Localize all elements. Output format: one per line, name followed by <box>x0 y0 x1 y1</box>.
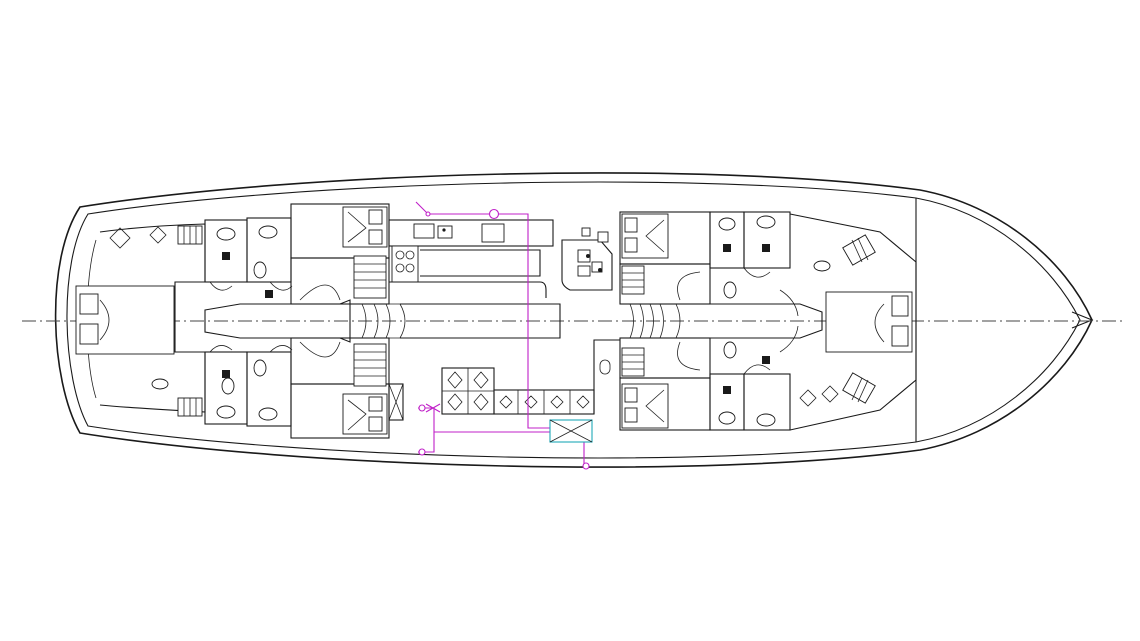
cabin-fwd-master[interactable] <box>789 213 917 431</box>
sink-icon <box>216 227 236 241</box>
hull-inner-line <box>66 181 1081 459</box>
basin-icon <box>813 260 831 272</box>
sink-icon <box>413 223 435 239</box>
fitting-icon <box>418 404 426 412</box>
sink-icon <box>258 225 278 239</box>
shower-drain-icon <box>762 244 770 252</box>
sink-icon <box>258 407 278 421</box>
cabin-fwd-starboard[interactable] <box>619 337 711 431</box>
shower-drain-icon <box>222 252 230 260</box>
hull <box>54 172 1094 468</box>
aft-corridor <box>204 299 351 343</box>
sofa-icon <box>109 226 167 249</box>
sink-icon <box>718 411 736 425</box>
cabin-fwd-port[interactable] <box>619 211 711 305</box>
hull-outer-line <box>54 172 1093 468</box>
valve-icon <box>488 208 500 220</box>
saloon-lockers <box>388 339 620 421</box>
shower-drain-icon <box>265 290 273 298</box>
toilet-icon <box>723 281 737 299</box>
pillow <box>79 323 99 345</box>
shower-drain-icon <box>723 386 731 394</box>
stove-icon <box>391 245 419 283</box>
basin-icon <box>151 378 169 390</box>
toilet-icon <box>253 359 267 377</box>
toilet-icon <box>221 377 235 395</box>
galley[interactable] <box>388 219 561 339</box>
pillow <box>79 293 99 315</box>
stairs-ladder-icon <box>842 234 876 266</box>
cabin-aft-starboard[interactable] <box>290 337 390 439</box>
sink-icon <box>756 215 776 229</box>
cabin-aft-master[interactable] <box>75 223 206 417</box>
fwd-corridor <box>676 303 823 339</box>
stairs-aft[interactable] <box>350 255 406 387</box>
toilet-icon <box>723 341 737 359</box>
stairs-ladder-icon <box>177 225 203 245</box>
stairs-ladder-icon <box>842 372 876 404</box>
pipework <box>415 201 590 470</box>
stairs-ladder-icon <box>177 397 203 417</box>
sink-icon <box>216 405 236 419</box>
sofa-icon <box>799 385 839 407</box>
sink-icon <box>756 413 776 427</box>
sink-icon <box>718 217 736 231</box>
aft-heads-block <box>204 217 293 427</box>
shower-drain-icon <box>222 370 230 378</box>
fwd-heads-block <box>709 211 799 431</box>
toilet-icon <box>253 261 267 279</box>
holding-tank <box>549 419 593 443</box>
fitting-icon <box>582 462 590 470</box>
shower-drain-icon <box>762 356 770 364</box>
saloon-seating[interactable] <box>561 227 613 291</box>
fitting-icon <box>425 211 431 217</box>
bow-tip <box>1071 311 1094 329</box>
cabin-aft-port[interactable] <box>290 203 390 305</box>
shower-drain-icon <box>723 244 731 252</box>
fitting-icon <box>418 448 426 456</box>
